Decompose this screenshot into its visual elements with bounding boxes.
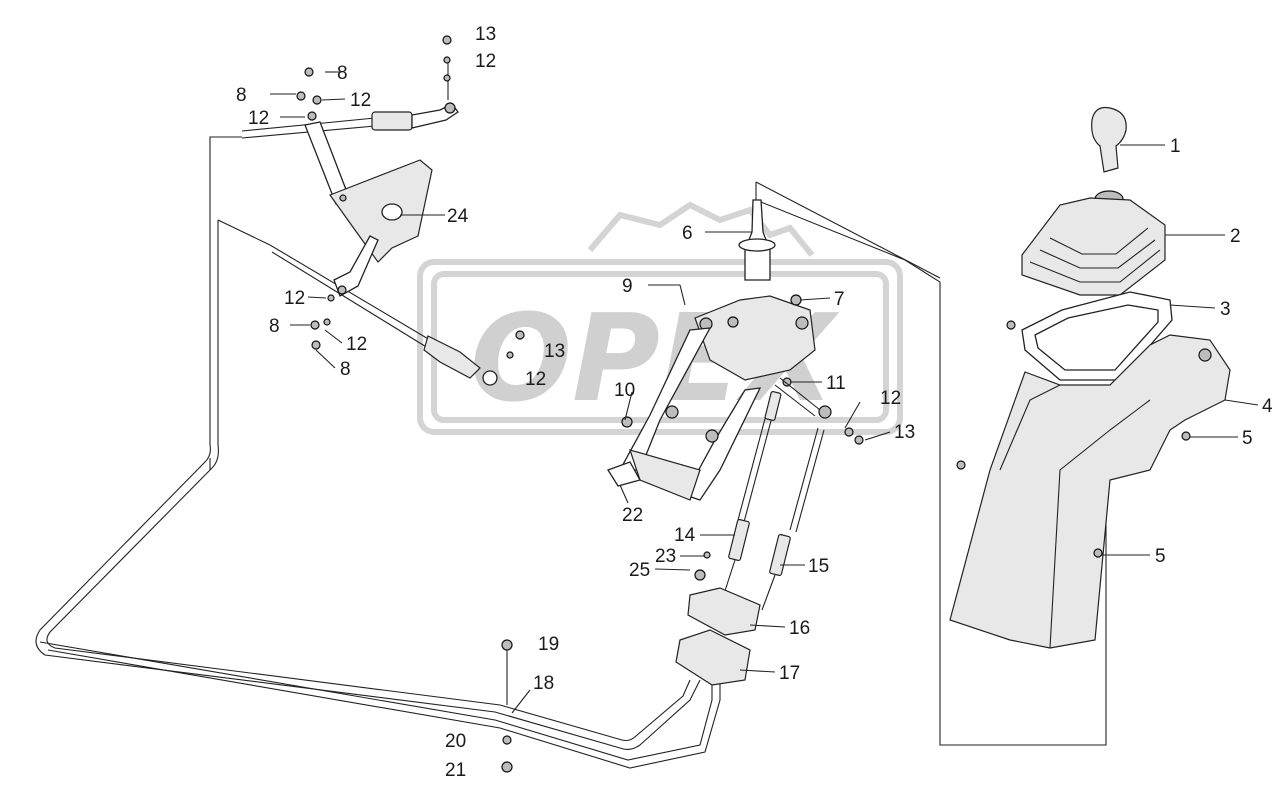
label-8a: 8 — [337, 63, 348, 84]
label-13b: 13 — [544, 341, 565, 362]
label-12b: 12 — [350, 90, 371, 111]
cable-routing — [35, 136, 1107, 769]
label-8c: 8 — [269, 316, 280, 337]
label-11: 11 — [826, 373, 846, 394]
label-12d: 12 — [284, 288, 305, 309]
label-2: 2 — [1230, 226, 1241, 247]
label-24: 24 — [447, 206, 469, 227]
label-14: 14 — [674, 525, 696, 546]
shift-cables — [675, 391, 825, 686]
label-4: 4 — [1262, 396, 1273, 417]
label-8d: 8 — [340, 359, 351, 380]
callout-labels: 1 2 3 4 5 5 6 7 8 8 8 8 9 10 11 12 12 12… — [236, 24, 1273, 781]
label-25: 25 — [629, 560, 650, 581]
label-16: 16 — [789, 618, 810, 639]
leader-lines — [270, 71, 1259, 714]
label-23: 23 — [655, 546, 676, 567]
label-18: 18 — [533, 673, 554, 694]
label-13a: 13 — [475, 24, 496, 45]
label-12e: 12 — [346, 334, 367, 355]
upper-linkage — [241, 35, 459, 263]
label-19: 19 — [538, 634, 559, 655]
label-9: 9 — [622, 276, 633, 297]
label-15: 15 — [808, 556, 829, 577]
label-17: 17 — [779, 663, 800, 684]
label-7: 7 — [834, 289, 845, 310]
label-12g: 12 — [880, 388, 901, 409]
label-5a: 5 — [1242, 428, 1253, 449]
bottom-fasteners — [501, 639, 513, 773]
shift-cover-assembly — [949, 106, 1231, 649]
label-22: 22 — [622, 505, 643, 526]
label-20: 20 — [445, 731, 466, 752]
label-3: 3 — [1220, 299, 1231, 320]
label-21: 21 — [445, 760, 466, 781]
label-12a: 12 — [475, 51, 496, 72]
mid-linkage — [269, 235, 525, 386]
label-1: 1 — [1170, 136, 1181, 157]
label-10: 10 — [614, 380, 635, 401]
shifter-assembly — [607, 199, 864, 501]
label-6: 6 — [682, 223, 693, 244]
label-12f: 12 — [525, 369, 546, 390]
label-8b: 8 — [236, 85, 247, 106]
label-12c: 12 — [248, 108, 269, 129]
label-13c: 13 — [894, 422, 915, 443]
label-5b: 5 — [1155, 546, 1166, 567]
